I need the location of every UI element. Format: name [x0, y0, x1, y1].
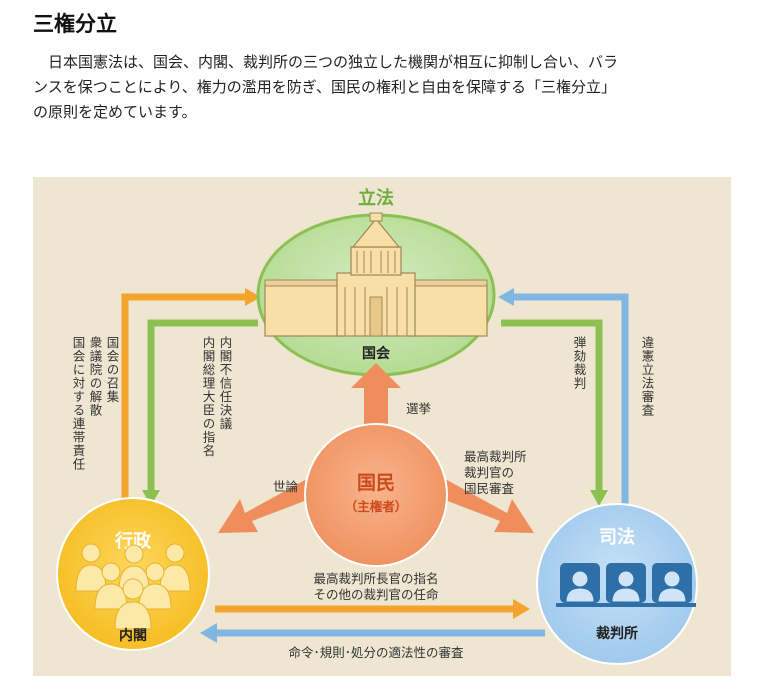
arrow-people-to-court [437, 480, 534, 533]
intro-text: 日本国憲法は、国会、内閣、裁判所の三つの独立した機関が相互に抑制し合い、バラ ン… [33, 50, 723, 125]
executive-body-label: 内閣 [119, 627, 147, 644]
label-people-review-3: 国民審査 [464, 481, 515, 496]
arrowhead-diet-to-cabinet [142, 490, 160, 506]
label-public-opinion: 世論 [273, 479, 299, 494]
executive-title: 行政 [114, 530, 152, 552]
arrowhead-court-to-cabinet [200, 623, 217, 643]
cabinet-members-icon [75, 543, 191, 630]
label-dissolve-house: 衆議院の解散 [88, 335, 103, 417]
legislative-body-label: 国会 [362, 345, 391, 362]
label-chief-justice-nomination: 最高裁判所長官の指名 [313, 571, 438, 586]
page-title: 三権分立 [33, 12, 117, 36]
people-circle [304, 423, 448, 567]
label-impeachment-court: 弾劾裁判 [572, 336, 587, 390]
label-no-confidence: 内閣不信任決議 [218, 336, 233, 431]
arrow-people-to-diet [351, 363, 401, 428]
people-subtitle: （主権者） [345, 499, 408, 514]
label-people-review-2: 裁判官の [464, 465, 514, 480]
arrow-court-to-diet [511, 293, 629, 510]
label-judicial-review: 違憲立法審査 [640, 336, 655, 417]
arrow-diet-to-cabinet [147, 319, 258, 492]
arrowhead-court-to-diet [498, 288, 514, 306]
arrow-people-to-cabinet [218, 480, 315, 533]
intro-line-3: の原則を定めています。 [33, 103, 197, 121]
diet-building-icon [264, 212, 488, 337]
arrowhead-cabinet-to-diet [245, 288, 261, 306]
intro-line-2: ンスを保つことにより、権力の濫用を防ぎ、国民の権利と自由を保障する「三権分立」 [33, 78, 617, 96]
separation-of-powers-diagram: 立法 国会 選挙 世論 国民 （主権者） 最高裁判所 裁判官の 国民審査 [33, 177, 731, 676]
arrow-cabinet-to-diet [121, 293, 248, 507]
label-convene-diet: 国会の召集 [105, 336, 120, 404]
judicial-body-label: 裁判所 [596, 625, 638, 642]
label-joint-responsibility: 国会に対する連帯責任 [71, 336, 86, 471]
label-people-review-1: 最高裁判所 [464, 449, 527, 464]
judicial-title: 司法 [599, 526, 635, 548]
judges-icon [556, 563, 696, 607]
legislative-title: 立法 [358, 187, 394, 209]
arrowhead-cabinet-to-court [513, 599, 530, 619]
label-legality-review: 命令･規則･処分の適法性の審査 [288, 645, 464, 660]
label-election: 選挙 [406, 401, 432, 416]
arrow-diet-to-court [501, 319, 603, 492]
label-judge-appointment: その他の裁判官の任命 [313, 587, 439, 602]
arrowhead-diet-to-court [590, 490, 608, 506]
people-title: 国民 [357, 472, 395, 494]
intro-line-1: 日本国憲法は、国会、内閣、裁判所の三つの独立した機関が相互に抑制し合い、バラ [33, 53, 619, 71]
label-pm-nomination: 内閣総理大臣の指名 [201, 336, 216, 458]
